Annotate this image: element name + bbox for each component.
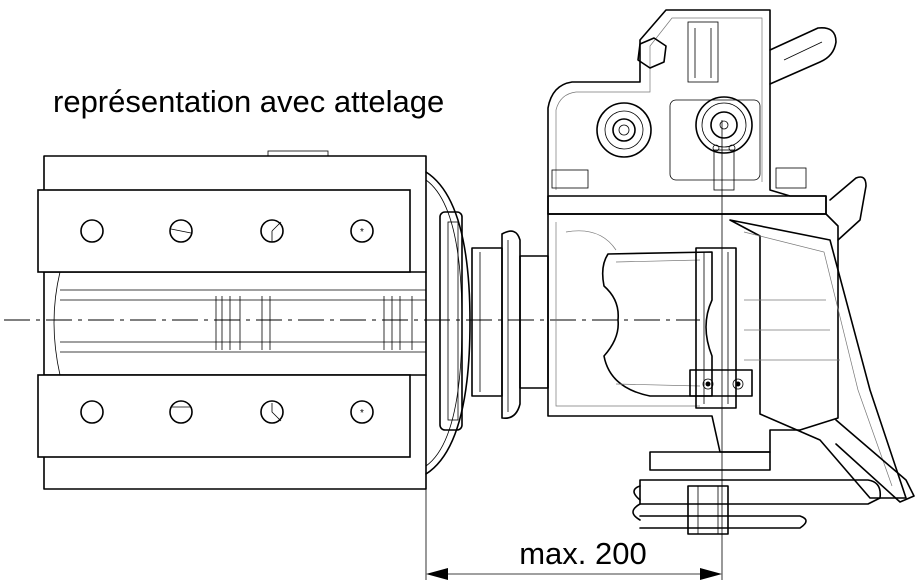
coupling-head [547, 9, 915, 535]
coupling-neck [471, 230, 549, 420]
upper-bolt-plate: * [37, 189, 411, 273]
svg-text:*: * [360, 227, 364, 238]
svg-text:*: * [360, 408, 364, 419]
lower-bolt-plate: * [37, 374, 411, 458]
dimension-line [425, 120, 723, 580]
dimension-label: max. 200 [519, 536, 647, 571]
mounting-flange [425, 171, 471, 475]
drawing-caption: représentation avec attelage [53, 84, 444, 119]
